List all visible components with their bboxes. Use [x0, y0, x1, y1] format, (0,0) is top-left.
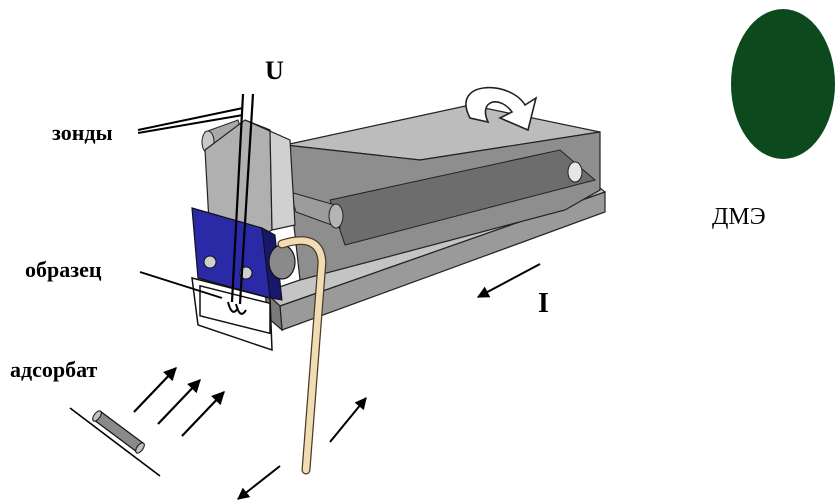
- detector-label: ДМЭ: [712, 204, 766, 230]
- translation-arrow-forward: [329, 397, 367, 443]
- clamp-screw-1: [203, 255, 217, 269]
- sample: [199, 284, 271, 335]
- pin-lower-end: [328, 203, 344, 229]
- adsorbate-flux-arrows: [133, 367, 225, 437]
- sample-pointer: [139, 271, 223, 299]
- leed-detector-disk: [731, 9, 835, 159]
- translation-arrow-back: [237, 465, 281, 500]
- adsorbate-label: адсорбат: [10, 357, 98, 382]
- clamp-block-side: [244, 119, 296, 231]
- current-label: I: [538, 288, 549, 319]
- clamp-knob: [268, 244, 296, 280]
- voltage-label: U: [265, 56, 284, 85]
- upper-arm-shadow: [329, 149, 597, 246]
- adsorbate-doser: [69, 407, 161, 477]
- sample-bracket: [191, 276, 273, 352]
- probe-wires: [227, 93, 255, 315]
- probes-pointer: [137, 107, 244, 134]
- arm-hole: [567, 161, 583, 183]
- probes-label: зонды: [52, 120, 113, 145]
- sample-label: образец: [25, 257, 102, 282]
- rotation-arrow: [465, 86, 538, 132]
- sample-holder-frame: [191, 104, 607, 352]
- current-arrow: [476, 263, 541, 298]
